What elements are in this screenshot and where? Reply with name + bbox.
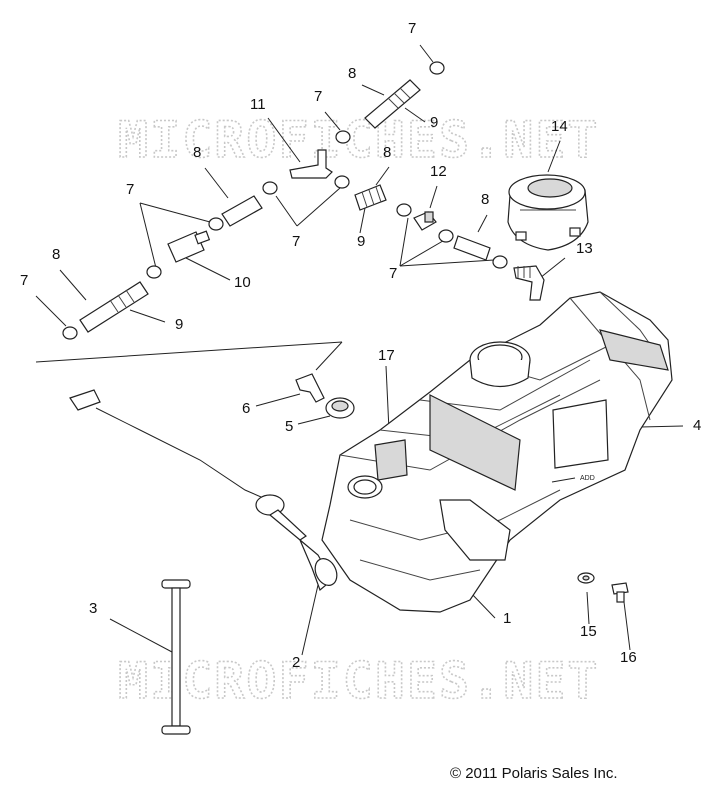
watermark-top: MICROFICHES.NET [118, 111, 600, 169]
callout-3: 3 [89, 600, 97, 617]
callout-10: 10 [234, 274, 251, 291]
callout-labels: 7 8 7 11 9 14 8 8 12 7 8 9 7 8 13 7 10 7 9 17 6 4 5 3 1 15 2 16 [20, 20, 701, 671]
fuel-sender [69, 389, 338, 592]
callout-7: 7 [408, 20, 416, 37]
callout-9: 9 [430, 114, 438, 131]
hose-parts [62, 61, 545, 340]
washer-bolt [577, 572, 629, 603]
callout-6: 6 [242, 400, 250, 417]
callout-1: 1 [503, 610, 511, 627]
callout-17: 17 [378, 347, 395, 364]
callout-8: 8 [193, 144, 201, 161]
callout-8: 8 [481, 191, 489, 208]
callout-15: 15 [580, 623, 597, 640]
callout-7: 7 [292, 233, 300, 250]
callout-14: 14 [551, 118, 568, 135]
leader-lines [35, 44, 684, 656]
callout-7: 7 [389, 265, 397, 282]
tank-add-text: ADD [580, 475, 595, 482]
tank-strap [161, 579, 191, 735]
watermark-bottom: MICROFICHES.NET [118, 652, 600, 710]
callout-7: 7 [20, 272, 28, 289]
callout-8: 8 [52, 246, 60, 263]
callout-8: 8 [348, 65, 356, 82]
copyright-text: © 2011 Polaris Sales Inc. [450, 765, 618, 782]
callout-2: 2 [292, 654, 300, 671]
fuel-cap [507, 174, 589, 251]
callout-9: 9 [175, 316, 183, 333]
callout-13: 13 [576, 240, 593, 257]
callout-11: 11 [250, 96, 266, 113]
callout-7: 7 [314, 88, 322, 105]
callout-7: 7 [126, 181, 134, 198]
callout-16: 16 [620, 649, 637, 666]
callout-5: 5 [285, 418, 293, 435]
fuel-tank: ADD [321, 291, 673, 613]
callout-8: 8 [383, 144, 391, 161]
callout-9: 9 [357, 233, 365, 250]
callout-12: 12 [430, 163, 447, 180]
callout-4: 4 [693, 417, 701, 434]
vent-fitting [295, 373, 355, 419]
